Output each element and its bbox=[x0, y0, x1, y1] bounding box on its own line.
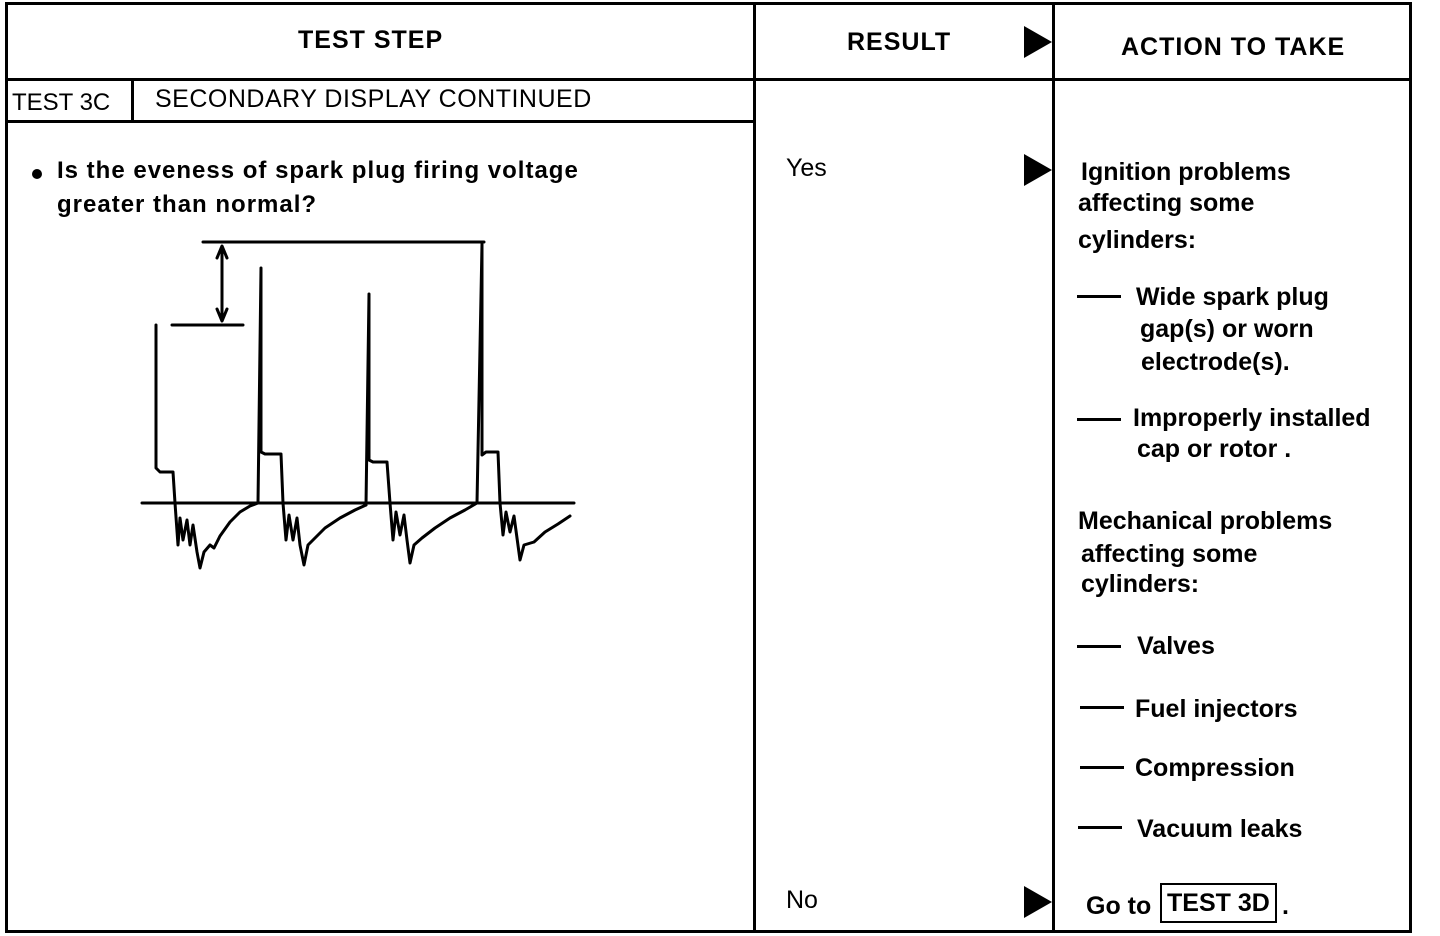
divider-col2 bbox=[1052, 2, 1055, 933]
dash-icon bbox=[1078, 826, 1122, 829]
dash-icon bbox=[1080, 706, 1124, 709]
no-arrow-icon bbox=[1024, 886, 1052, 918]
frame-top bbox=[6, 2, 1412, 5]
dash-icon bbox=[1077, 418, 1121, 421]
frame-right bbox=[1409, 2, 1412, 933]
frame-left bbox=[5, 2, 8, 933]
question-line-2: greater than normal? bbox=[57, 191, 318, 218]
item3: Valves bbox=[1137, 632, 1215, 660]
dash-icon bbox=[1080, 766, 1124, 769]
test-id-divider bbox=[131, 80, 134, 122]
frame-bottom bbox=[6, 930, 1412, 933]
result-yes: Yes bbox=[786, 154, 827, 182]
ignition-line-1: Ignition problems bbox=[1081, 158, 1291, 186]
item2-line-1: Improperly installed bbox=[1133, 404, 1371, 432]
result-no: No bbox=[786, 886, 818, 914]
item2-line-2: cap or rotor . bbox=[1137, 435, 1292, 463]
item6: Vacuum leaks bbox=[1137, 815, 1303, 843]
mech-line-3: cylinders: bbox=[1081, 570, 1200, 598]
subheader-bottom-rule bbox=[6, 120, 755, 123]
item1-line-3: electrode(s). bbox=[1141, 348, 1290, 376]
item1-line-1: Wide spark plug bbox=[1136, 283, 1329, 311]
item4: Fuel injectors bbox=[1135, 695, 1298, 723]
test-title: SECONDARY DISPLAY CONTINUED bbox=[155, 85, 592, 113]
header-result: RESULT bbox=[847, 28, 952, 56]
bullet-icon bbox=[32, 169, 42, 179]
mech-line-2: affecting some bbox=[1081, 540, 1258, 568]
goto-prefix: Go to bbox=[1086, 892, 1152, 920]
question-line-1: Is the eveness of spark plug firing volt… bbox=[57, 157, 579, 184]
header-arrow-icon bbox=[1024, 26, 1052, 58]
header-action: ACTION TO TAKE bbox=[1121, 33, 1346, 61]
goto-suffix: . bbox=[1282, 892, 1289, 920]
header-test-step: TEST STEP bbox=[298, 26, 444, 54]
divider-col1 bbox=[753, 2, 756, 933]
yes-arrow-icon bbox=[1024, 154, 1052, 186]
ignition-line-2: affecting some bbox=[1078, 189, 1255, 217]
item1-line-2: gap(s) or worn bbox=[1140, 315, 1314, 343]
test-id: TEST 3C bbox=[12, 89, 111, 116]
dash-icon bbox=[1077, 295, 1121, 298]
ignition-line-3: cylinders: bbox=[1078, 226, 1197, 254]
item5: Compression bbox=[1135, 754, 1295, 782]
header-bottom-rule bbox=[6, 78, 1412, 81]
mech-line-1: Mechanical problems bbox=[1078, 507, 1333, 535]
dash-icon bbox=[1077, 645, 1121, 648]
goto-test-3d-link[interactable]: TEST 3D bbox=[1160, 883, 1277, 923]
